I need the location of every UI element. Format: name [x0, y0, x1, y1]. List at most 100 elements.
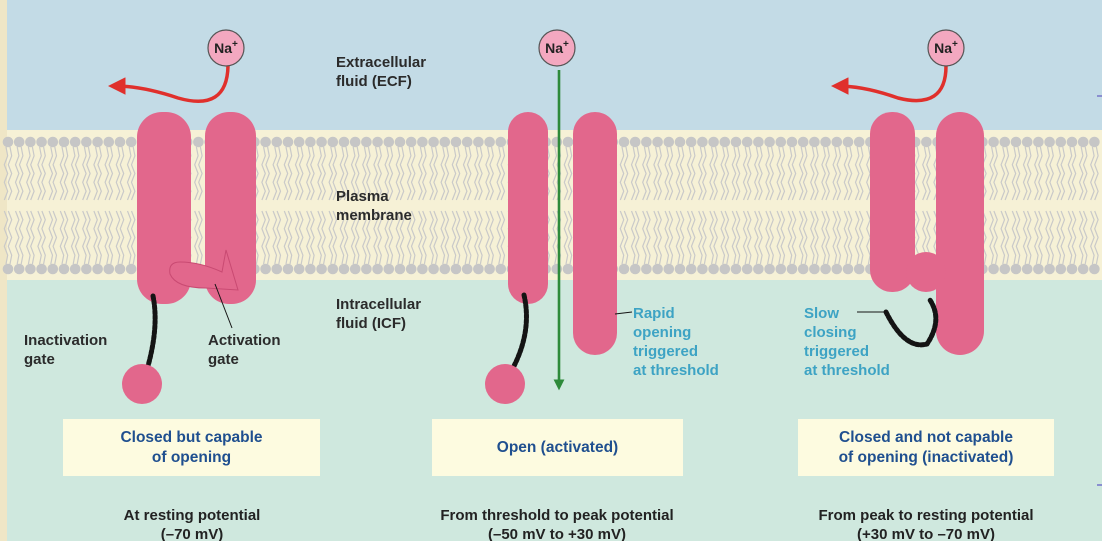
- lipid-head: [809, 263, 820, 275]
- lipid-head: [92, 263, 103, 275]
- state-box-closed-capable: Closed but capable of opening: [63, 419, 320, 476]
- inactivation-gate-chain: [883, 297, 939, 348]
- lipid-head: [293, 263, 305, 275]
- lipid-tail: [787, 146, 793, 201]
- lipid-head: [125, 263, 137, 275]
- lipid-tail: [668, 210, 674, 265]
- lipid-tail: [810, 146, 815, 201]
- lipid-tail: [466, 146, 472, 201]
- membrane-label: Plasma membrane: [336, 188, 412, 224]
- lipid-head: [473, 263, 484, 275]
- lipid-tail: [287, 210, 293, 265]
- lipid-tail: [70, 210, 76, 265]
- lipid-head: [652, 263, 663, 275]
- lipid-tail: [780, 146, 786, 201]
- lipid-tail: [798, 146, 804, 201]
- lipid-head: [405, 263, 417, 275]
- inactivation-gate-ball: [122, 364, 162, 404]
- lipid-head: [999, 136, 1011, 148]
- lipid-tail: [698, 146, 703, 201]
- lipid-tail: [350, 210, 356, 265]
- lipid-tail: [418, 146, 423, 201]
- lipid-tail: [194, 210, 199, 265]
- channel-left-subunit: [870, 112, 915, 292]
- lipid-tail: [735, 210, 741, 265]
- lipid-tail: [115, 210, 121, 265]
- lipid-tail: [843, 146, 849, 201]
- lipid-tail: [646, 210, 651, 265]
- lipid-tail: [1049, 146, 1054, 201]
- activation-gate-label: Activation gate: [208, 332, 281, 368]
- lipid-tail: [791, 146, 797, 201]
- lipid-tail: [847, 146, 853, 201]
- lipid-head: [316, 263, 327, 275]
- lipid-head: [338, 263, 350, 275]
- lipid-tail: [709, 210, 714, 265]
- lipid-tail: [130, 146, 136, 201]
- lipid-tail: [545, 210, 550, 265]
- lipid-head: [36, 136, 47, 148]
- lipid-tail: [366, 210, 371, 265]
- lipid-head: [641, 263, 652, 275]
- lipid-tail: [261, 210, 266, 265]
- lipid-tail: [679, 210, 685, 265]
- lipid-tail: [1038, 146, 1043, 201]
- lipid-tail: [686, 146, 692, 201]
- lipid-tail: [366, 146, 371, 201]
- lipid-tail: [108, 146, 114, 201]
- lipid-tail: [265, 146, 270, 201]
- lipid-head: [2, 136, 14, 148]
- channel-closed-resting: Na+: [108, 29, 256, 404]
- lipid-tail: [724, 146, 730, 201]
- lipid-tail: [556, 210, 562, 265]
- lipid-tail: [37, 210, 42, 265]
- right-edge-tick: [1097, 95, 1102, 97]
- lipid-tail: [7, 146, 13, 201]
- lipid-tail: [339, 210, 345, 265]
- lipid-tail: [1011, 146, 1017, 201]
- lipid-tail: [466, 210, 472, 265]
- lipid-tail: [776, 146, 782, 201]
- lipid-head: [316, 136, 327, 148]
- channel-left-subunit: [137, 112, 191, 304]
- lipid-tail: [373, 146, 378, 201]
- lipid-head: [618, 263, 630, 275]
- lipid-tail: [802, 146, 808, 201]
- lipid-tail: [294, 210, 300, 265]
- lipid-tail: [104, 146, 110, 201]
- lipid-tail: [657, 146, 662, 201]
- lipid-head: [103, 136, 115, 148]
- lipid-head: [114, 136, 126, 148]
- lipid-head: [103, 263, 115, 275]
- lipid-head: [1010, 263, 1022, 275]
- lipid-tail: [489, 210, 494, 265]
- lipid-tail: [1067, 146, 1073, 201]
- lipid-tail: [1004, 146, 1010, 201]
- lipid-tail: [440, 210, 446, 265]
- lipid-tail: [455, 210, 461, 265]
- lipid-head: [730, 136, 742, 148]
- lipid-head: [730, 263, 742, 275]
- lipid-tail: [433, 146, 438, 201]
- lipid-tail: [926, 146, 931, 201]
- lipid-head: [2, 263, 14, 275]
- lipid-tail: [791, 210, 797, 265]
- lipid-head: [853, 136, 865, 148]
- lipid-tail: [254, 146, 259, 201]
- lipid-tail: [500, 146, 506, 201]
- lipid-head: [193, 136, 204, 148]
- lipid-head: [618, 136, 630, 148]
- lipid-tail: [343, 210, 349, 265]
- lipid-head: [562, 263, 574, 275]
- lipid-head: [260, 136, 271, 148]
- lipid-tail: [406, 146, 412, 201]
- lipid-head: [484, 136, 495, 148]
- channel-right-subunit: [205, 112, 256, 304]
- lipid-tail: [310, 146, 315, 201]
- lipid-tail: [41, 146, 46, 201]
- lipid-tail: [261, 146, 266, 201]
- lipid-tail: [798, 210, 804, 265]
- lipid-tail: [130, 210, 136, 265]
- lipid-head: [293, 136, 305, 148]
- lipid-head: [551, 136, 563, 148]
